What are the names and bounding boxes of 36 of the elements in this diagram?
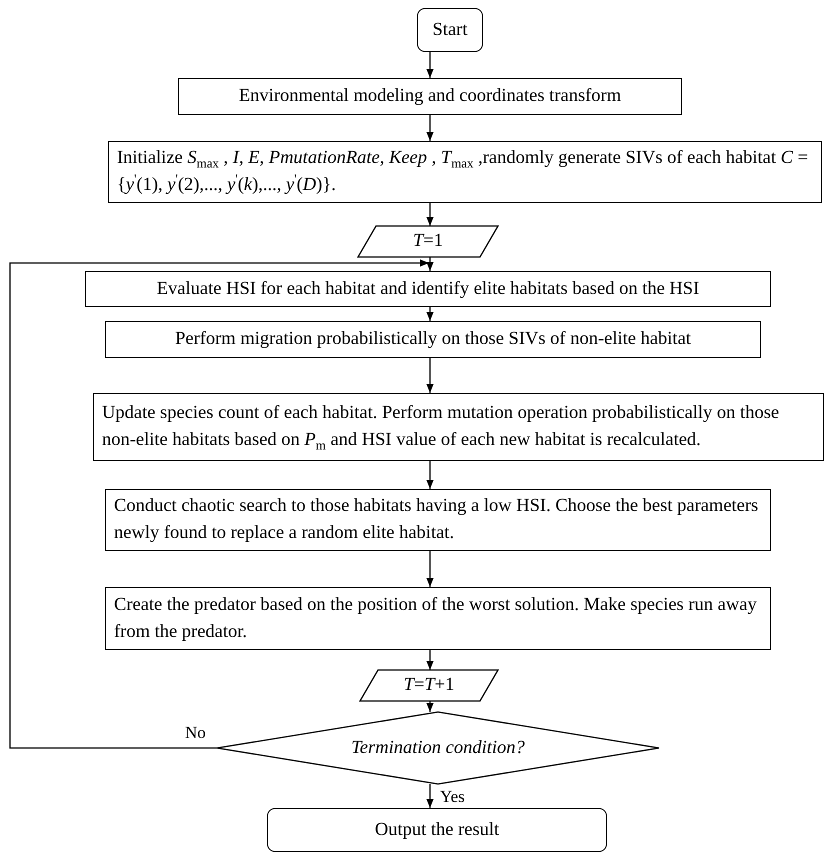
- arrow: [426, 784, 434, 808]
- process-box: [178, 78, 682, 115]
- process-box: [105, 321, 761, 358]
- node-text: Start: [432, 18, 468, 42]
- process-box: [105, 587, 771, 650]
- arrow: [426, 307, 434, 321]
- arrow: [9, 259, 429, 749]
- arrow: [426, 701, 434, 712]
- process-box: [85, 271, 771, 307]
- node-text: Update species count of each habitat. Perform mutation operation probabilistically on those non-elite habitats based on P$_{m}$ and HSI value of each new habitat is recalculated.: [102, 402, 780, 454]
- decision-diamond: [217, 712, 659, 784]
- start-terminal: [417, 8, 483, 52]
- arrow: [426, 257, 434, 271]
- input-parallelogram: [358, 226, 498, 257]
- arrow: [426, 52, 434, 78]
- arrow: [426, 650, 434, 670]
- node-text: T=T+1: [404, 674, 454, 698]
- node-text: T=1: [413, 230, 443, 254]
- node-text: Output the result: [374, 818, 500, 842]
- arrow: [426, 203, 434, 226]
- arrow: [426, 551, 434, 587]
- process-box: [108, 141, 822, 203]
- input-parallelogram: [360, 670, 498, 701]
- node-text: Termination condition?: [351, 736, 525, 760]
- arrow: [426, 358, 434, 393]
- arrow: [426, 461, 434, 489]
- process-box: [93, 393, 824, 461]
- end-terminal: [267, 808, 607, 852]
- process-box: [105, 489, 771, 551]
- node-text: Environmental modeling and coordinates transform: [238, 85, 622, 108]
- node-text: Initialize S$_{max}$ , I, E, PmutationRate, Keep , T$_{max}$ ,randomly generate SIVs of each habitat C = {y$^{'}$(1), y$^{'}$(2),..., y$^{'}$(k),..., y$^{'}$(D)}.: [117, 147, 810, 197]
- arrow: [426, 115, 434, 141]
- node-text: Perform migration probabilistically on those SIVs of non-elite habitat: [175, 328, 691, 352]
- node-text: Evaluate HSI for each habitat and identify elite habitats based on the HSI: [156, 278, 700, 301]
- node-text: Conduct chaotic search to those habitats having a low HSI. Choose the best parameters newly found to replace a random elite habitat.: [114, 495, 760, 545]
- node-text: Create the predator based on the position of the worst solution. Make species run away from the predator.: [114, 594, 758, 644]
